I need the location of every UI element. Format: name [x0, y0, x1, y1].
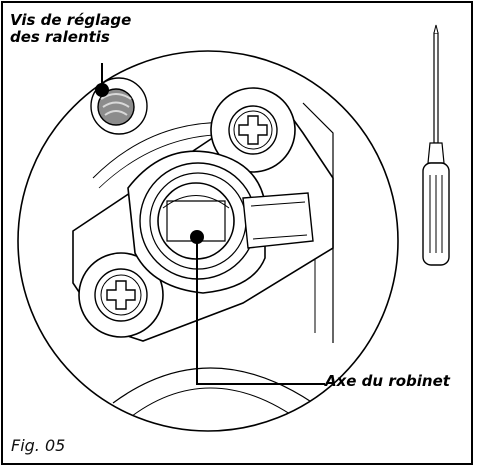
- valve-axis-label: Axe du robinet: [325, 372, 450, 390]
- idle-screw: [97, 88, 135, 126]
- idle-screw-label-line2: des ralentis: [10, 28, 110, 46]
- screwdriver-icon: [422, 24, 450, 266]
- idle-screw-label-line1: Vis de réglage: [10, 11, 132, 29]
- valve-lever: [242, 192, 314, 249]
- figure-caption: Fig. 05: [11, 436, 66, 455]
- idle-screw-label: Vis de réglage des ralentis: [10, 12, 131, 46]
- valve-axis-leader: [196, 237, 325, 385]
- phillips-screw-upper: [238, 115, 268, 145]
- spindle-flat: [166, 200, 226, 242]
- housing-right-edge: [302, 102, 334, 343]
- housing-arc-lower: [112, 367, 314, 404]
- valve-illustration: [17, 24, 450, 432]
- phillips-screw-lower: [106, 280, 136, 310]
